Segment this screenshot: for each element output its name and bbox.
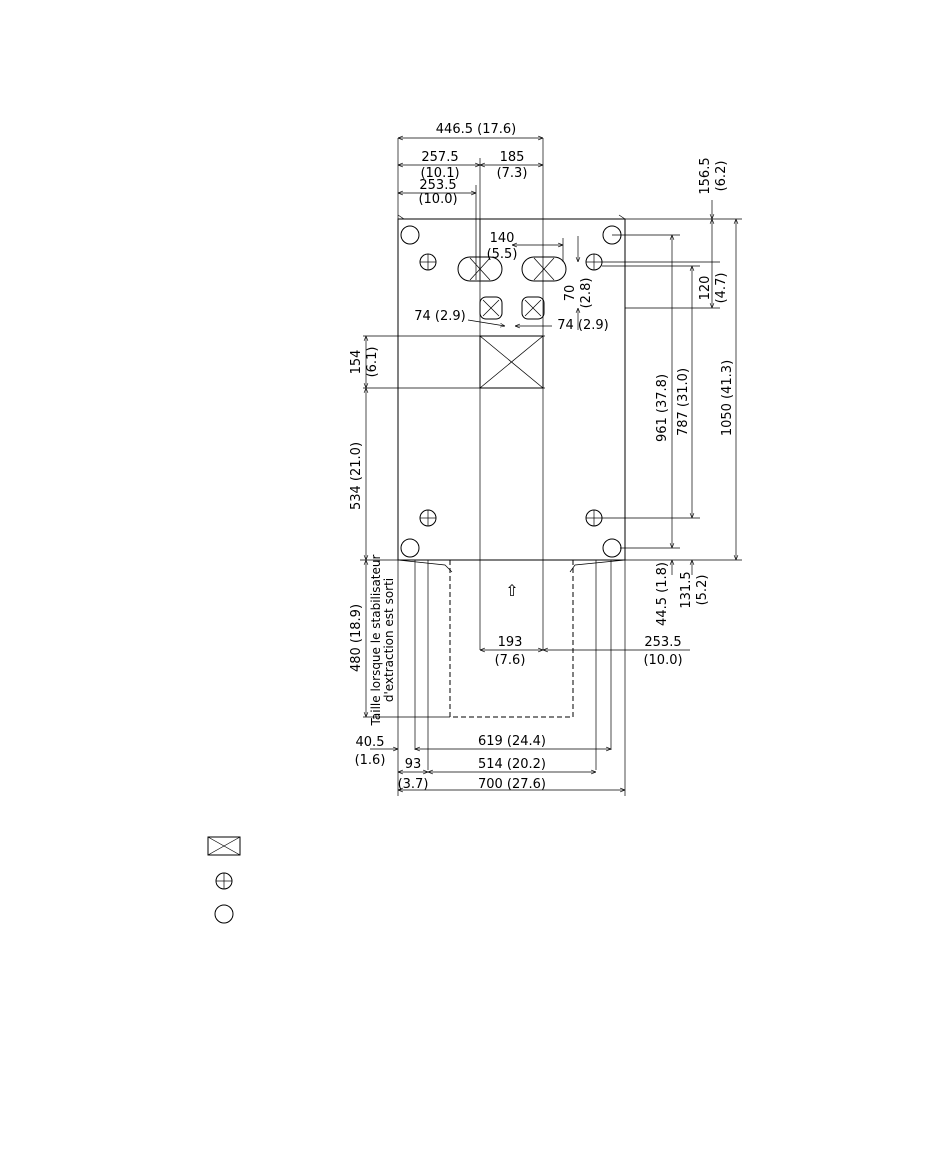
dim-74-right: 74 (2.9) (515, 318, 609, 333)
svg-text:120: 120 (698, 276, 713, 301)
svg-text:253.5: 253.5 (644, 635, 681, 650)
dim-70: 70 (2.8) (563, 236, 594, 330)
mount-hole-top-left (419, 253, 437, 271)
dim-1050: 1050 (41.3) (625, 219, 742, 561)
dim-787: 787 (31.0) (602, 265, 700, 519)
svg-text:(7.6): (7.6) (495, 653, 526, 668)
mount-hole-bottom-right (585, 509, 603, 527)
dim-700: 700 (27.6) (397, 560, 626, 796)
cabinet-outline (363, 214, 626, 770)
svg-text:40.5: 40.5 (356, 735, 385, 750)
svg-text:700 (27.6): 700 (27.6) (478, 777, 546, 792)
svg-text:(6.2): (6.2) (714, 161, 729, 192)
svg-text:787 (31.0): 787 (31.0) (676, 368, 691, 436)
svg-text:93: 93 (405, 757, 422, 772)
svg-text:(1.6): (1.6) (355, 753, 386, 768)
svg-text:(2.8): (2.8) (579, 278, 594, 309)
mount-hole-bottom-left (419, 509, 437, 527)
dim-253-5-right: 253.5 (10.0) (543, 635, 690, 668)
svg-text:(10.1): (10.1) (420, 166, 459, 181)
svg-text:140: 140 (490, 231, 515, 246)
crossed-square-icon (207, 836, 241, 856)
dim-74-left: 74 (2.9) (414, 309, 505, 326)
corner-hole-bottom-right (602, 538, 622, 558)
corner-hole-top-left (400, 225, 420, 245)
svg-text:253.5: 253.5 (419, 178, 456, 193)
svg-text:74 (2.9): 74 (2.9) (414, 309, 466, 324)
svg-text:(10.0): (10.0) (643, 653, 682, 668)
dim-619: 40.5 (1.6) 619 (24.4) (355, 734, 611, 768)
dim-44-5: 44.5 (1.8) (655, 560, 672, 626)
svg-text:74 (2.9): 74 (2.9) (557, 318, 609, 333)
svg-text:44.5 (1.8): 44.5 (1.8) (655, 562, 670, 626)
svg-text:(6.1): (6.1) (365, 347, 380, 378)
svg-text:(10.0): (10.0) (418, 192, 457, 207)
svg-text:193: 193 (498, 635, 523, 650)
svg-text:(5.2): (5.2) (695, 575, 710, 606)
crosshair-circle-icon (215, 872, 233, 890)
dim-154: 154 (6.1) (349, 336, 380, 388)
direction-arrow-icon: ⇧ (505, 581, 518, 600)
dim-253-5-top: 253.5 (10.0) (398, 178, 477, 280)
svg-text:154: 154 (349, 350, 364, 375)
svg-text:156.5: 156.5 (698, 157, 713, 194)
svg-text:185: 185 (500, 150, 525, 165)
svg-text:961 (37.8): 961 (37.8) (655, 374, 670, 442)
dim-480: 480 (18.9) Taille lorsque le stabilisate… (349, 555, 396, 727)
mount-hole-top-right (585, 253, 603, 271)
small-knockout-left (479, 296, 503, 320)
extraction-note-line1: Taille lorsque le stabilisateur (369, 555, 383, 727)
svg-text:(7.3): (7.3) (497, 166, 528, 181)
dim-257-5-185: 257.5 (10.1) 185 (7.3) (398, 150, 543, 280)
small-knockout-right (521, 296, 545, 320)
dim-193: 193 (7.6) (480, 635, 543, 668)
crossed-window (479, 335, 544, 389)
svg-text:480 (18.9): 480 (18.9) (349, 604, 364, 672)
dim-131-5: 131.5 (5.2) (679, 560, 710, 609)
svg-text:257.5: 257.5 (421, 150, 458, 165)
oval-knockout-right (521, 256, 567, 282)
dim-156-5: 156.5 (6.2) (625, 157, 742, 220)
corner-hole-bottom-left (400, 538, 420, 558)
dim-446-5: 446.5 (17.6) (397, 122, 544, 219)
extraction-note-line2: d'extraction est sorti (382, 578, 396, 702)
svg-text:(5.5): (5.5) (487, 247, 518, 262)
legend (207, 836, 241, 924)
svg-text:131.5: 131.5 (679, 571, 694, 608)
extraction-stabilizer-outline (363, 560, 574, 718)
dim-120: 120 (4.7) (602, 219, 729, 309)
plain-circle-icon (214, 904, 234, 924)
dim-961: 961 (37.8) (612, 234, 680, 549)
svg-text:(4.7): (4.7) (714, 273, 729, 304)
svg-text:514 (20.2): 514 (20.2) (478, 757, 546, 772)
svg-text:619 (24.4): 619 (24.4) (478, 734, 546, 749)
svg-text:70: 70 (563, 285, 578, 302)
svg-text:534 (21.0): 534 (21.0) (349, 442, 364, 510)
dim-140: 140 (5.5) (487, 231, 564, 262)
svg-text:446.5 (17.6): 446.5 (17.6) (436, 122, 516, 137)
svg-text:1050 (41.3): 1050 (41.3) (720, 360, 735, 436)
dim-534: 534 (21.0) (349, 388, 398, 561)
